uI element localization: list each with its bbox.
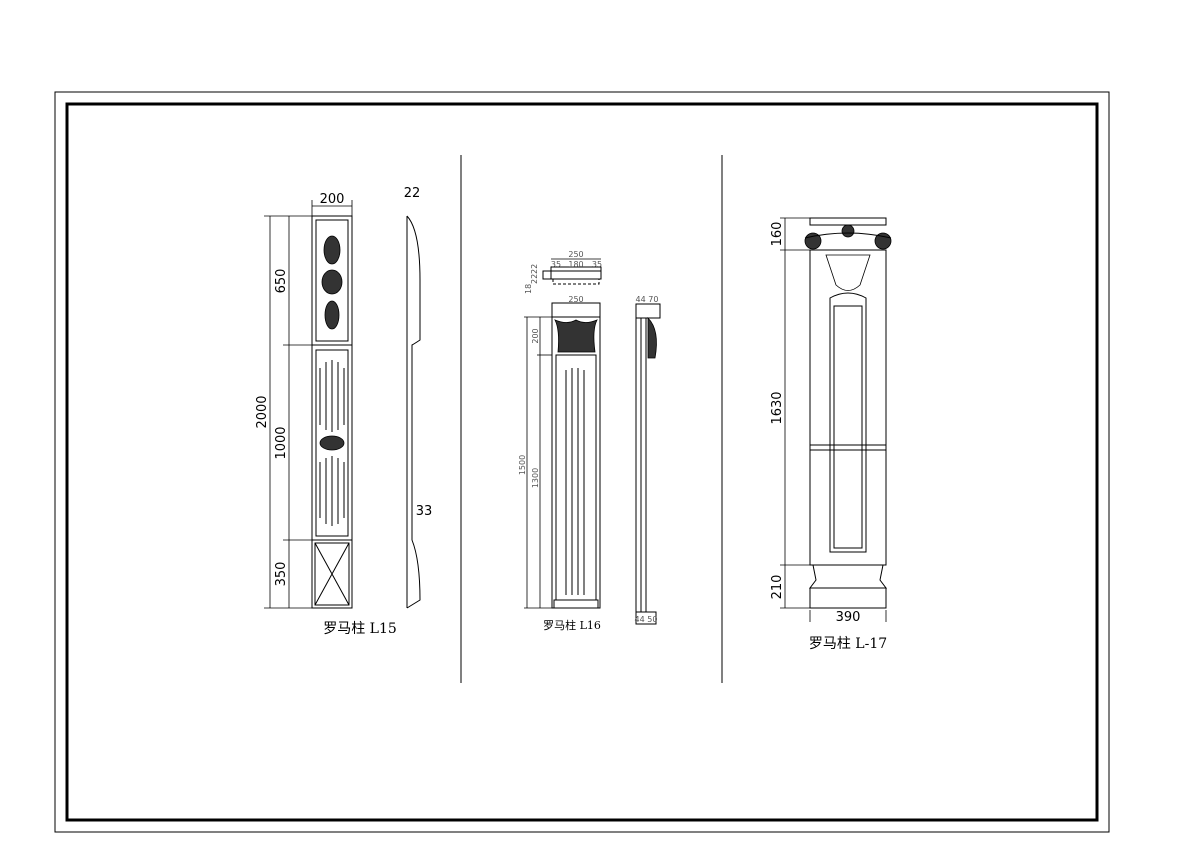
title-l15: 罗马柱 L15 bbox=[323, 621, 397, 637]
dim-cap-height: 160 bbox=[770, 222, 785, 247]
plan-right: 35 bbox=[592, 260, 602, 269]
dim-middle-panel: 1000 bbox=[274, 426, 289, 459]
column-l17: 160 1630 210 390 罗马柱 L-17 bbox=[770, 217, 892, 652]
dim-top-panel: 650 bbox=[274, 269, 289, 294]
dim-total-height: 2000 bbox=[255, 395, 270, 428]
dim-shaft-height: 1630 bbox=[770, 391, 785, 424]
dim-bottom-panel: 350 bbox=[274, 562, 289, 587]
outer-border bbox=[54, 91, 1110, 833]
dim-side-bottom: 33 bbox=[416, 504, 433, 519]
base bbox=[809, 564, 887, 589]
plan-left: 35 bbox=[551, 260, 561, 269]
total-height: 1500 bbox=[518, 455, 527, 475]
flutes bbox=[319, 360, 345, 526]
plan-h1: 18 bbox=[524, 284, 533, 294]
cap-width: 250 bbox=[568, 295, 583, 304]
top-panel bbox=[315, 219, 349, 342]
plan-h2: 22 bbox=[530, 274, 539, 284]
plan-h3: 22 bbox=[530, 264, 539, 274]
shaft-height: 1300 bbox=[531, 468, 540, 488]
side-bottom: 44 50 bbox=[635, 615, 658, 624]
dim-side-depth: 22 bbox=[404, 186, 421, 201]
dim-width: 390 bbox=[836, 610, 861, 625]
ornament-top bbox=[321, 235, 343, 330]
rosette bbox=[319, 435, 345, 451]
title-l16: 罗马柱 L16 bbox=[543, 618, 601, 632]
capital-volutes bbox=[804, 224, 892, 250]
plan-width: 250 bbox=[568, 250, 583, 259]
dim-width: 200 bbox=[320, 192, 345, 207]
side-profile bbox=[406, 215, 421, 609]
inner-frame bbox=[65, 102, 1099, 822]
cap-height: 200 bbox=[531, 328, 540, 343]
column-l15: 200 2000 650 1000 350 22 33 罗马柱 L15 bbox=[255, 186, 432, 637]
side-view bbox=[635, 303, 661, 319]
side-top: 44 70 bbox=[636, 295, 659, 304]
capital-ornament bbox=[554, 319, 598, 353]
dim-base-height: 210 bbox=[770, 575, 785, 600]
column-l16: 250 35 180 35 18 22 22 250 200 1500 1300… bbox=[518, 250, 661, 632]
plan-mid: 180 bbox=[568, 260, 583, 269]
title-l17: 罗马柱 L-17 bbox=[809, 636, 887, 652]
